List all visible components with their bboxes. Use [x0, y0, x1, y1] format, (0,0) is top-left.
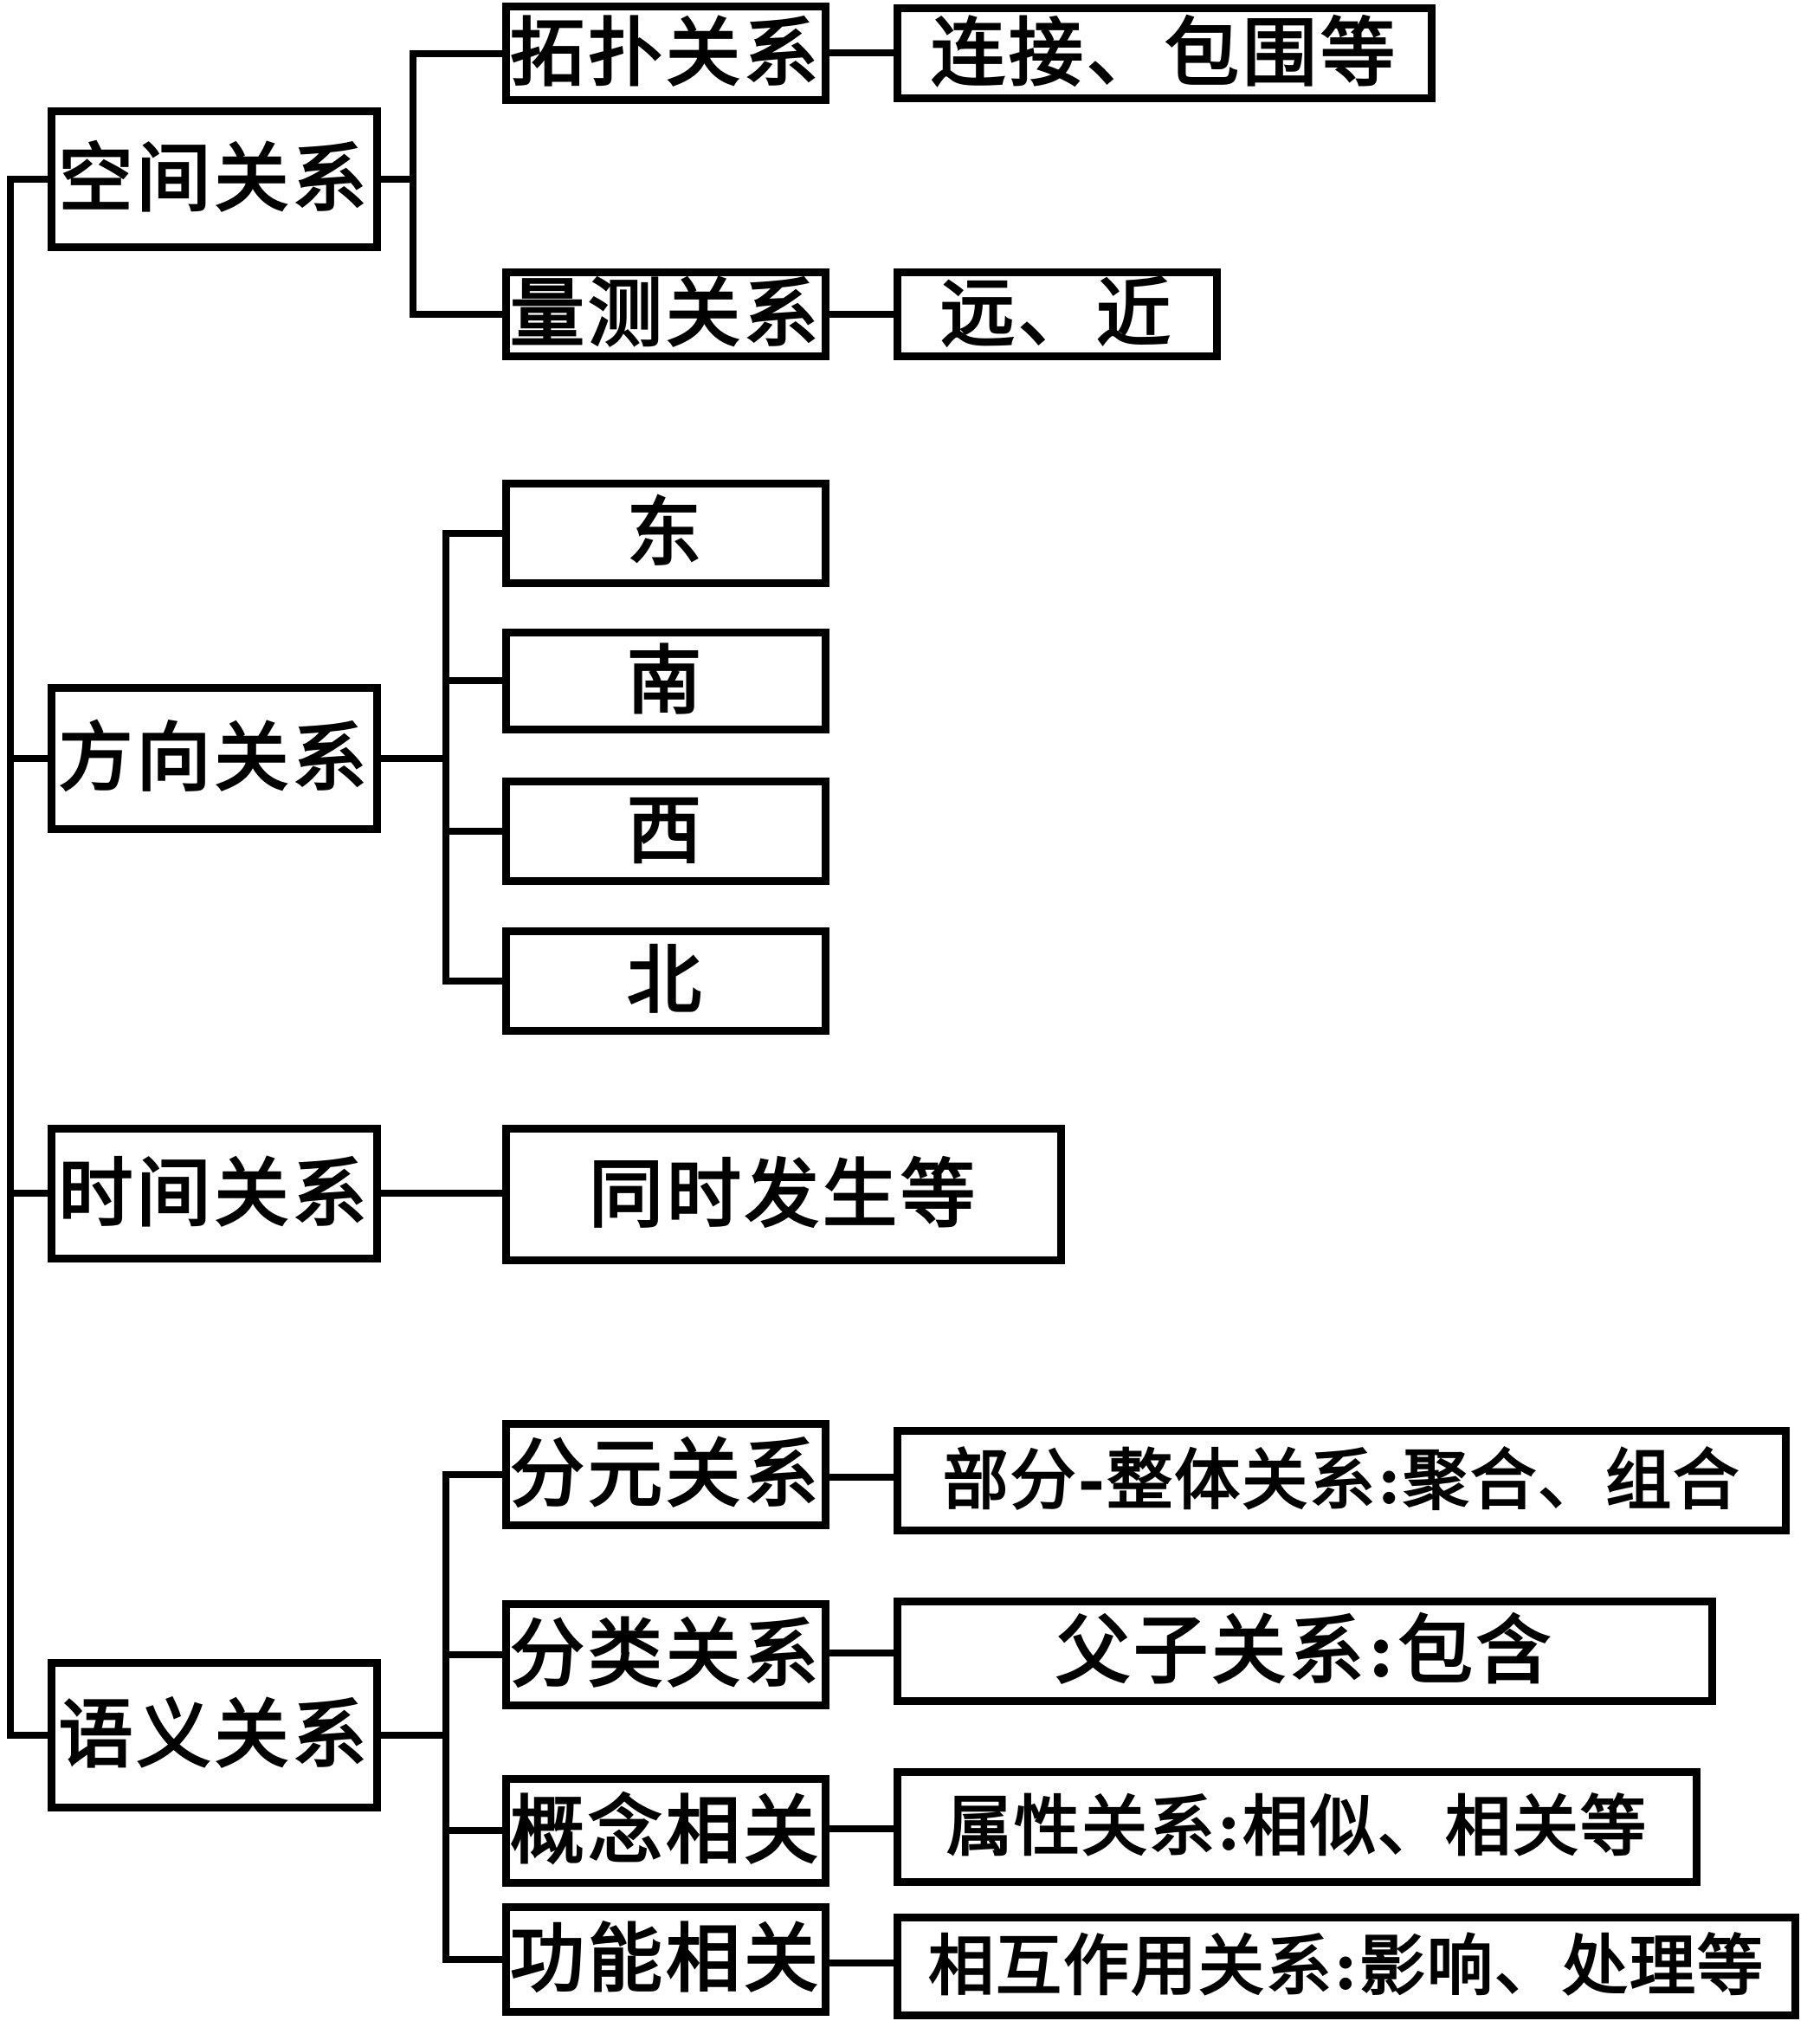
connector-east-stub [449, 530, 502, 537]
connector-direction-branch [442, 530, 449, 985]
connector-direction-right-stub [381, 755, 449, 762]
node-semantic-relations: 语义关系 [48, 1659, 381, 1811]
node-conceptual-examples: 属性关系:相似、相关等 [894, 1768, 1701, 1886]
connector-spatial-branch [410, 50, 416, 318]
connector-west-stub [449, 828, 502, 835]
connector-partonomic-detail [829, 1474, 894, 1481]
node-temporal-relations: 时间关系 [48, 1125, 381, 1262]
connector-functional-detail [829, 1960, 894, 1966]
connector-partonomic-stub [449, 1471, 502, 1478]
node-west: 西 [502, 778, 829, 885]
node-partonomic-relations: 分元关系 [502, 1420, 829, 1529]
node-topological-relations: 拓扑关系 [502, 3, 829, 104]
connector-direction-left-stub [7, 755, 48, 762]
connector-spatial-left-stub [7, 176, 48, 183]
connector-topological-stub [416, 50, 502, 57]
connector-semantic-left-stub [7, 1732, 48, 1739]
node-direction-relations: 方向关系 [48, 684, 381, 833]
connector-time-left-stub [7, 1190, 48, 1197]
node-north: 北 [502, 927, 829, 1035]
node-east: 东 [502, 480, 829, 587]
node-temporal-examples: 同时发生等 [502, 1125, 1065, 1264]
node-south: 南 [502, 629, 829, 733]
node-partonomic-examples: 部分-整体关系:聚合、组合 [894, 1427, 1790, 1534]
node-functional-relations: 功能相关 [502, 1903, 829, 2016]
connector-semantic-right-stub [381, 1732, 449, 1739]
connector-functional-stub [449, 1956, 502, 1963]
node-functional-examples: 相互作用关系:影响、处理等 [894, 1914, 1799, 2019]
node-metric-relations: 量测关系 [502, 268, 829, 360]
connector-left-spine [7, 176, 14, 1739]
node-conceptual-relations: 概念相关 [502, 1775, 829, 1887]
connector-metric-detail [829, 311, 894, 318]
connector-north-stub [449, 978, 502, 985]
connector-metric-stub [416, 311, 502, 318]
connector-time-detail [381, 1190, 502, 1197]
node-taxonomic-examples: 父子关系:包含 [894, 1598, 1716, 1705]
node-spatial-relations: 空间关系 [48, 107, 381, 251]
connector-conceptual-stub [449, 1827, 502, 1834]
connector-topological-detail [829, 49, 894, 56]
connector-taxonomic-detail [829, 1650, 894, 1656]
node-taxonomic-relations: 分类关系 [502, 1600, 829, 1709]
connector-taxonomic-stub [449, 1651, 502, 1658]
node-metric-examples: 远、近 [894, 268, 1221, 360]
connector-south-stub [449, 677, 502, 684]
connector-conceptual-detail [829, 1825, 894, 1832]
connector-semantic-branch [442, 1471, 449, 1963]
connector-spatial-right-stub [381, 176, 416, 183]
node-topological-examples: 连接、包围等 [894, 4, 1436, 102]
